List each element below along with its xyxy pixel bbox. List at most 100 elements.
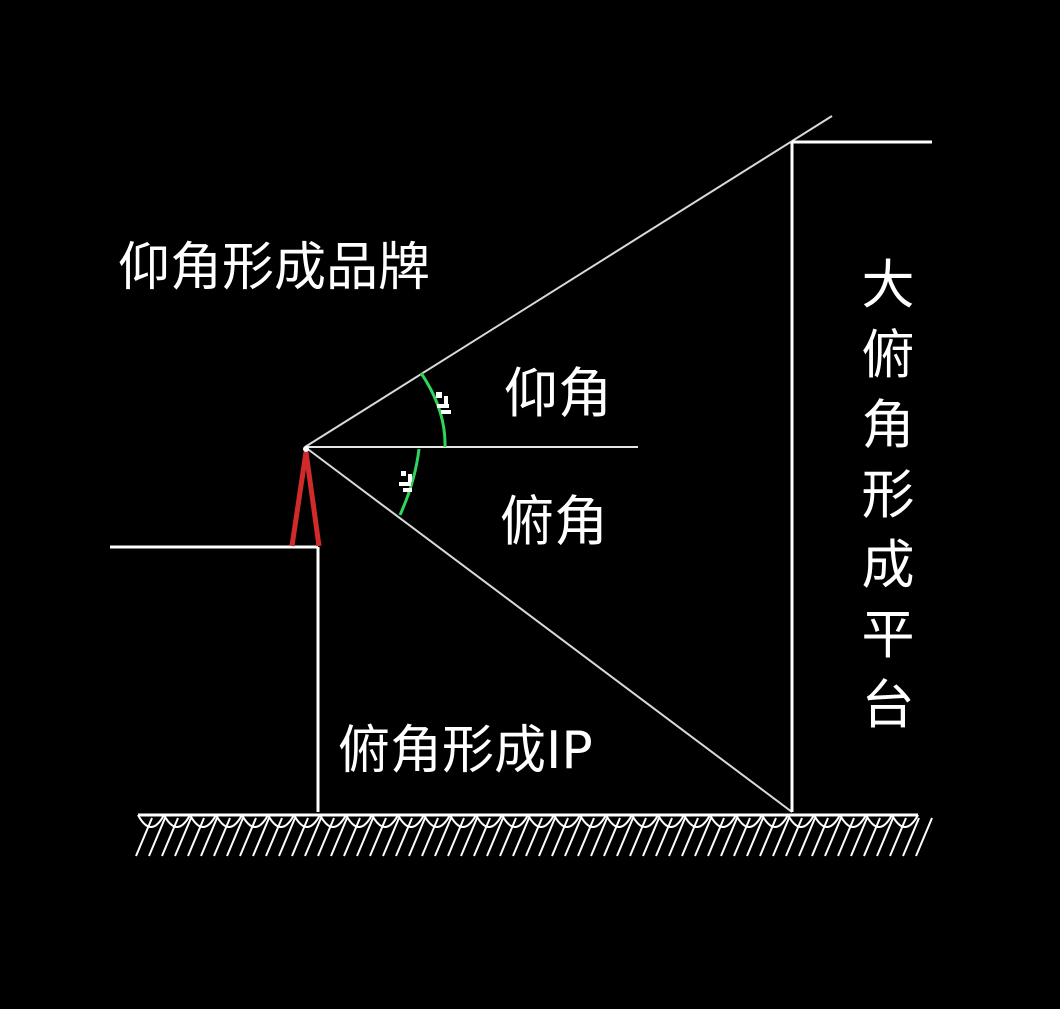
ground-hatch-line xyxy=(733,817,751,857)
ground-scallop xyxy=(683,814,711,828)
ground-hatch-line xyxy=(681,817,699,857)
ground-scallop xyxy=(267,814,295,828)
right-vertical-char-4: 形 xyxy=(862,465,915,526)
ground-hatch-line xyxy=(369,817,387,857)
ground-hatch-line xyxy=(629,817,647,857)
observer-eye xyxy=(303,446,309,452)
ground-scallop xyxy=(319,814,347,828)
ground-hatch-line xyxy=(213,817,231,857)
ground-scallop xyxy=(605,814,633,828)
ground-hatch-line xyxy=(473,817,491,857)
ground-hatch-line xyxy=(304,817,322,857)
ground-surface xyxy=(135,813,933,857)
ground-scallop xyxy=(709,814,737,828)
ground-hatch-line xyxy=(759,817,777,857)
ground-scallop xyxy=(891,814,919,828)
observer-figure xyxy=(289,446,322,547)
ground-hatch-line xyxy=(798,817,816,857)
labels: 仰角形成品牌 俯角形成IP 仰角 俯角 大 俯 角 形 成 平 台 xyxy=(118,238,915,781)
ground-hatch-line xyxy=(564,817,582,857)
ground-hatch-line xyxy=(720,817,738,857)
ground-scallop xyxy=(293,814,321,828)
ground-hatch-line xyxy=(421,817,439,857)
ground-hatch-line xyxy=(538,817,556,857)
ground-hatch-line xyxy=(915,817,933,857)
ground-hatch-line xyxy=(525,817,543,857)
ground-scallop xyxy=(397,814,425,828)
ground-scallop xyxy=(345,814,373,828)
observer-leg-left xyxy=(289,451,309,547)
ground-hatch-line xyxy=(343,817,361,857)
ground-scallop xyxy=(163,814,191,828)
observer-leg-right xyxy=(303,451,322,547)
elevation-angle-label: 仰角 xyxy=(504,362,612,425)
ground-hatch-line xyxy=(824,817,842,857)
ground-scallop xyxy=(631,814,659,828)
ground-scallop xyxy=(579,814,607,828)
ground-scallop xyxy=(501,814,529,828)
elevation-angle-arc xyxy=(419,372,447,448)
right-vertical-char-7: 台 xyxy=(862,675,915,736)
right-vertical-char-1: 大 xyxy=(862,255,915,316)
ground-scallop xyxy=(787,814,815,828)
ground-scallop xyxy=(735,814,763,828)
ground-hatch-line xyxy=(434,817,452,857)
ground-scallop xyxy=(839,814,867,828)
ground-scallop xyxy=(215,814,243,828)
ground-scallop xyxy=(553,814,581,828)
ground-hatch-line xyxy=(707,817,725,857)
ground-hatch-line xyxy=(356,817,374,857)
ground-scallop xyxy=(189,814,217,828)
ground-hatch-line xyxy=(876,817,894,857)
ground-scallop xyxy=(527,814,555,828)
ground-hatch-line xyxy=(226,817,244,857)
right-vertical-char-5: 成 xyxy=(862,535,915,596)
ground-hatch-line xyxy=(148,817,166,857)
upper-left-label: 仰角形成品牌 xyxy=(118,238,430,298)
ground-hatch-line xyxy=(200,817,218,857)
ground-scallop xyxy=(761,814,789,828)
ground-hatch-line xyxy=(408,817,426,857)
angle-markers xyxy=(398,372,451,516)
ground-hatch-line xyxy=(486,817,504,857)
ground-scallop xyxy=(137,814,165,828)
ground-scallop xyxy=(813,814,841,828)
ground-hatch-line xyxy=(278,817,296,857)
ground-hatch-line xyxy=(382,817,400,857)
ground-hatch-line xyxy=(512,817,530,857)
right-vertical-char-2: 俯 xyxy=(862,325,915,386)
ground-hatch-line xyxy=(174,817,192,857)
ground-scallop xyxy=(865,814,893,828)
ground-hatch-line xyxy=(239,817,257,857)
ground-hatch-line xyxy=(252,817,270,857)
ground-hatch-line xyxy=(668,817,686,857)
ground-hatch-line xyxy=(551,817,569,857)
ground-hatch-line xyxy=(499,817,517,857)
terrain-lines xyxy=(110,115,932,813)
ground-hatch-line xyxy=(265,817,283,857)
ground-hatch-line xyxy=(317,817,335,857)
ground-scallop xyxy=(475,814,503,828)
ground-hatch-line xyxy=(616,817,634,857)
ground-hatch-line xyxy=(135,817,153,857)
ground-scallop xyxy=(241,814,269,828)
ground-hatch-line xyxy=(837,817,855,857)
ground-hatch-line xyxy=(460,817,478,857)
ground-hatch-line xyxy=(772,817,790,857)
ground-hatch-line xyxy=(330,817,348,857)
lower-middle-label: 俯角形成IP xyxy=(338,721,593,781)
ground-hatch-line xyxy=(655,817,673,857)
ground-hatch-line xyxy=(577,817,595,857)
ground-hatch xyxy=(135,814,933,857)
ground-hatch-line xyxy=(395,817,413,857)
ground-hatch-line xyxy=(746,817,764,857)
ground-hatch-line xyxy=(863,817,881,857)
ground-scallop xyxy=(657,814,685,828)
depression-angle-label: 俯角 xyxy=(500,490,608,553)
ground-hatch-line xyxy=(590,817,608,857)
ground-hatch-line xyxy=(902,817,920,857)
elevation-angle-glyph xyxy=(436,392,451,414)
right-vertical-label: 大 俯 角 形 成 平 台 xyxy=(862,255,915,736)
